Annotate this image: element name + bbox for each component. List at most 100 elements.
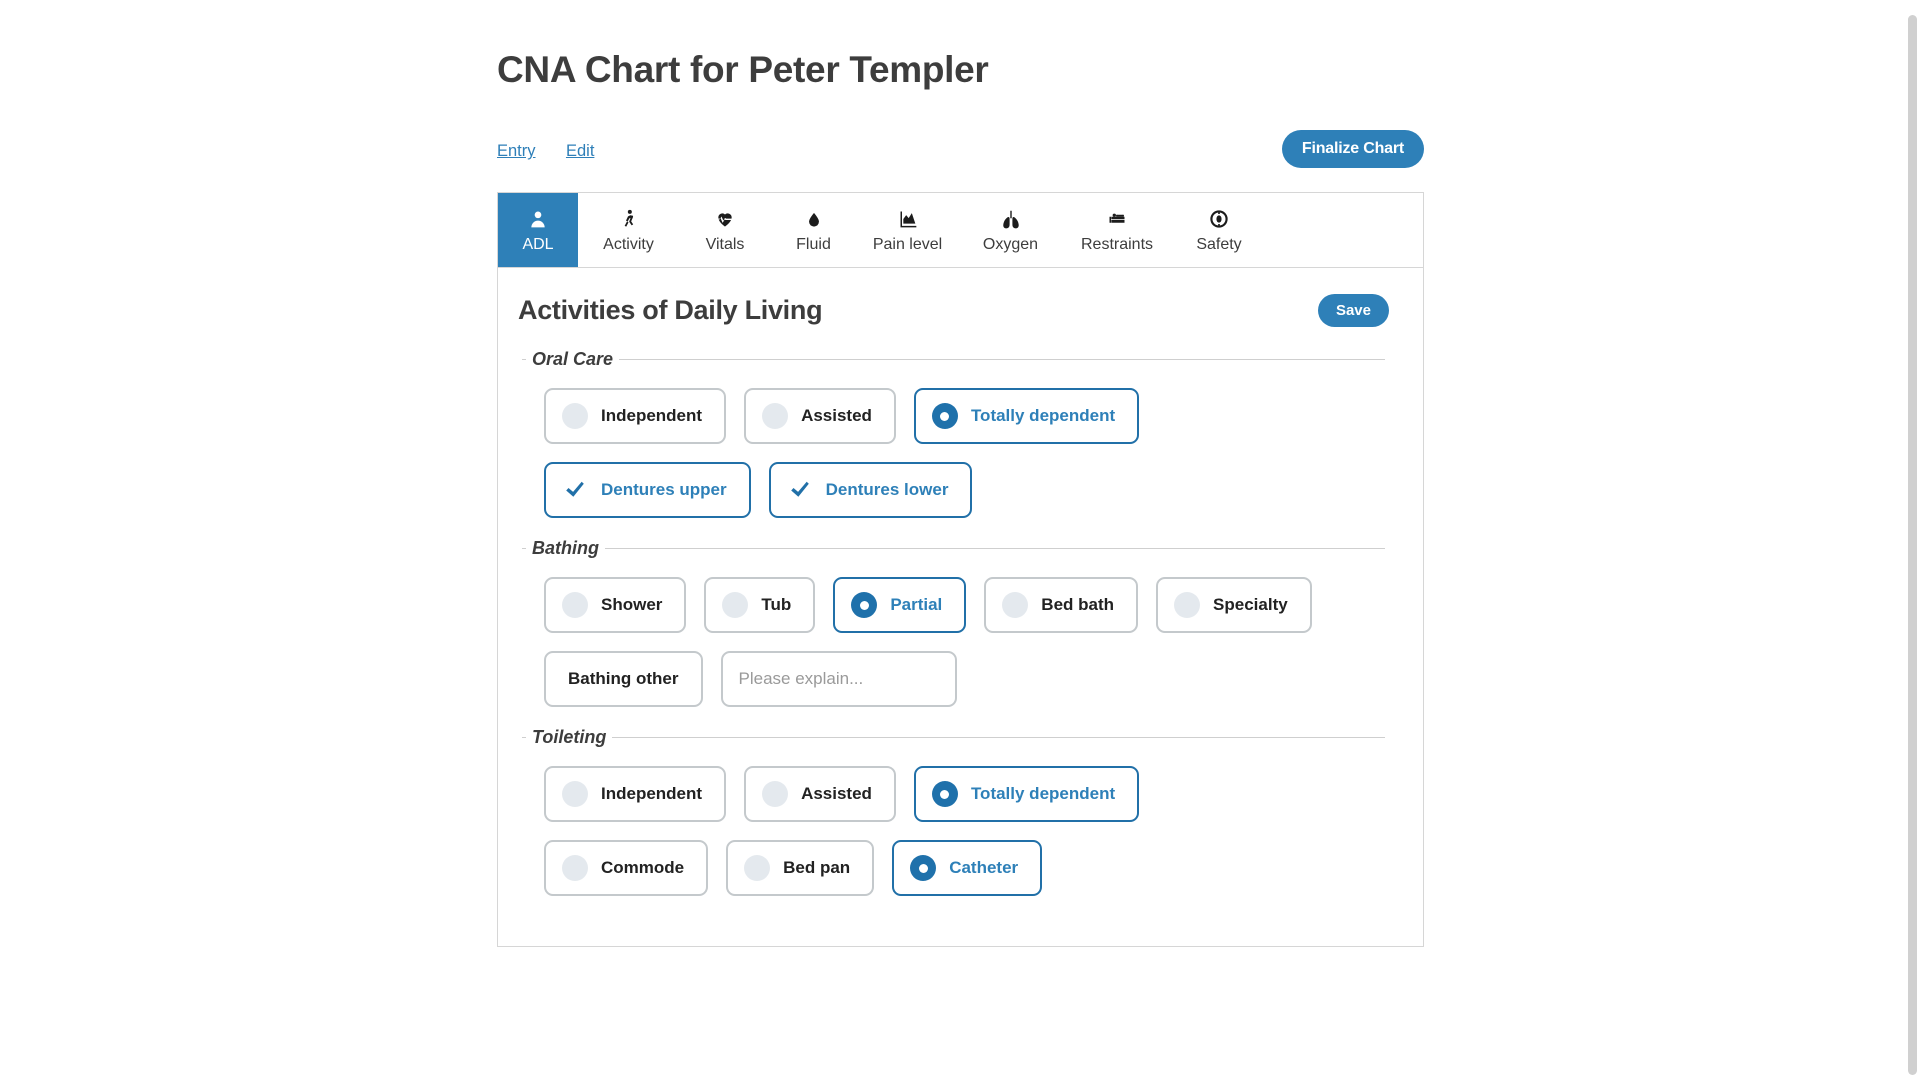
save-button[interactable]: Save (1317, 294, 1389, 328)
chart-icon (897, 208, 919, 230)
droplet-icon (806, 208, 822, 230)
page-title: CNA Chart for Peter Templer (497, 49, 989, 90)
section-title: Activities of Daily Living (518, 295, 823, 326)
card-body: Activities of Daily Living Save Oral Car… (498, 268, 1423, 946)
checkmark-icon (562, 477, 588, 503)
option-commode[interactable]: Commode (544, 840, 709, 897)
life-ring-icon (1209, 208, 1229, 230)
option-label: Bed bath (1041, 595, 1115, 615)
entry-link[interactable]: Entry (497, 142, 536, 161)
tab-label: Safety (1196, 236, 1242, 254)
tab-label: Fluid (796, 236, 831, 254)
option-bathing-other[interactable]: Bathing other (544, 651, 703, 708)
option-row: Shower Tub Partial Bed bath Specialty (522, 559, 1385, 637)
option-label: Dentures upper (601, 480, 727, 500)
option-dentures-lower[interactable]: Dentures lower (768, 462, 973, 519)
option-row: Commode Bed pan Catheter (522, 826, 1385, 910)
option-label: Partial (890, 595, 943, 615)
tab-label: Vitals (705, 236, 745, 254)
tab-adl[interactable]: ADL (498, 193, 578, 268)
option-bed-bath[interactable]: Bed bath (984, 577, 1139, 634)
scrollbar-thumb[interactable] (1908, 15, 1917, 1075)
option-label: Bathing other (568, 669, 679, 689)
edit-link[interactable]: Edit (565, 142, 595, 161)
radio-icon (722, 592, 749, 619)
tab-vitals[interactable]: Vitals (679, 193, 771, 267)
radio-icon (931, 781, 958, 808)
section-header: Activities of Daily Living Save (514, 294, 1393, 328)
option-bed-pan[interactable]: Bed pan (726, 840, 875, 897)
radio-icon (762, 781, 789, 808)
option-label: Totally dependent (970, 406, 1116, 426)
option-label: Totally dependent (970, 784, 1116, 804)
tab-activity[interactable]: Activity (578, 193, 679, 267)
link-bar: Entry Edit Finalize Chart (497, 130, 1424, 180)
option-dentures-upper[interactable]: Dentures upper (544, 462, 751, 519)
checkmark-icon (787, 477, 813, 503)
radio-icon (910, 855, 937, 882)
radio-icon (562, 592, 588, 619)
option-catheter[interactable]: Catheter (892, 840, 1043, 897)
option-independent[interactable]: Independent (544, 766, 727, 823)
tab-pain-level[interactable]: Pain level (856, 193, 959, 267)
tab-restraints[interactable]: Restraints (1062, 193, 1172, 267)
heart-pulse-icon (714, 208, 736, 230)
option-totally-dependent[interactable]: Totally dependent (913, 388, 1140, 445)
option-label: Tub (761, 595, 792, 615)
tab-safety[interactable]: Safety (1172, 193, 1266, 267)
person-icon (528, 208, 548, 230)
option-totally-dependent[interactable]: Totally dependent (913, 766, 1140, 823)
lungs-icon (1000, 208, 1022, 230)
radio-icon (931, 403, 958, 430)
walking-icon (619, 208, 639, 230)
option-label: Bed pan (783, 858, 851, 878)
bathing-other-explain-input[interactable] (720, 651, 957, 708)
tab-fluid[interactable]: Fluid (771, 193, 856, 267)
option-label: Shower (601, 595, 663, 615)
bed-icon (1105, 208, 1129, 230)
option-label: Assisted (801, 406, 872, 426)
option-shower[interactable]: Shower (544, 577, 687, 634)
tab-label: Oxygen (982, 236, 1039, 254)
option-label: Catheter (949, 858, 1019, 878)
radio-icon (762, 403, 789, 430)
tab-label: ADL (522, 236, 554, 254)
option-tub[interactable]: Tub (704, 577, 816, 634)
radio-icon (562, 855, 588, 882)
page-scrollbar[interactable] (1906, 0, 1920, 1080)
radio-icon (562, 781, 588, 808)
option-assisted[interactable]: Assisted (744, 388, 896, 445)
radio-icon (1174, 592, 1201, 619)
option-row: Bathing other (522, 637, 1385, 721)
option-row: Independent Assisted Totally dependent (522, 748, 1385, 826)
group-legend: Bathing (532, 538, 599, 559)
tab-bar: ADL Activity Vitals Fluid Pain level Oxygen Re… (498, 192, 1423, 269)
option-row: Independent Assisted Totally dependent (522, 370, 1385, 448)
option-label: Independent (601, 784, 703, 804)
option-label: Dentures lower (825, 480, 949, 500)
option-assisted[interactable]: Assisted (744, 766, 896, 823)
tab-oxygen[interactable]: Oxygen (959, 193, 1062, 267)
finalize-chart-button[interactable]: Finalize Chart (1281, 130, 1424, 169)
group-legend: Toileting (532, 727, 607, 748)
option-partial[interactable]: Partial (833, 577, 967, 634)
tab-label: Activity (603, 236, 654, 254)
option-row: Dentures upper Dentures lower (522, 448, 1385, 532)
option-label: Independent (601, 406, 703, 426)
option-label: Specialty (1213, 595, 1288, 615)
radio-icon (1002, 592, 1029, 619)
radio-icon (562, 403, 588, 430)
radio-icon (744, 855, 771, 882)
option-specialty[interactable]: Specialty (1156, 577, 1312, 634)
group-legend: Oral Care (532, 349, 614, 370)
chart-card: ADL Activity Vitals Fluid Pain level Oxygen Re… (497, 192, 1424, 948)
option-label: Assisted (801, 784, 872, 804)
option-independent[interactable]: Independent (544, 388, 727, 445)
tab-label: Pain level (872, 236, 943, 254)
tab-label: Restraints (1080, 236, 1154, 254)
